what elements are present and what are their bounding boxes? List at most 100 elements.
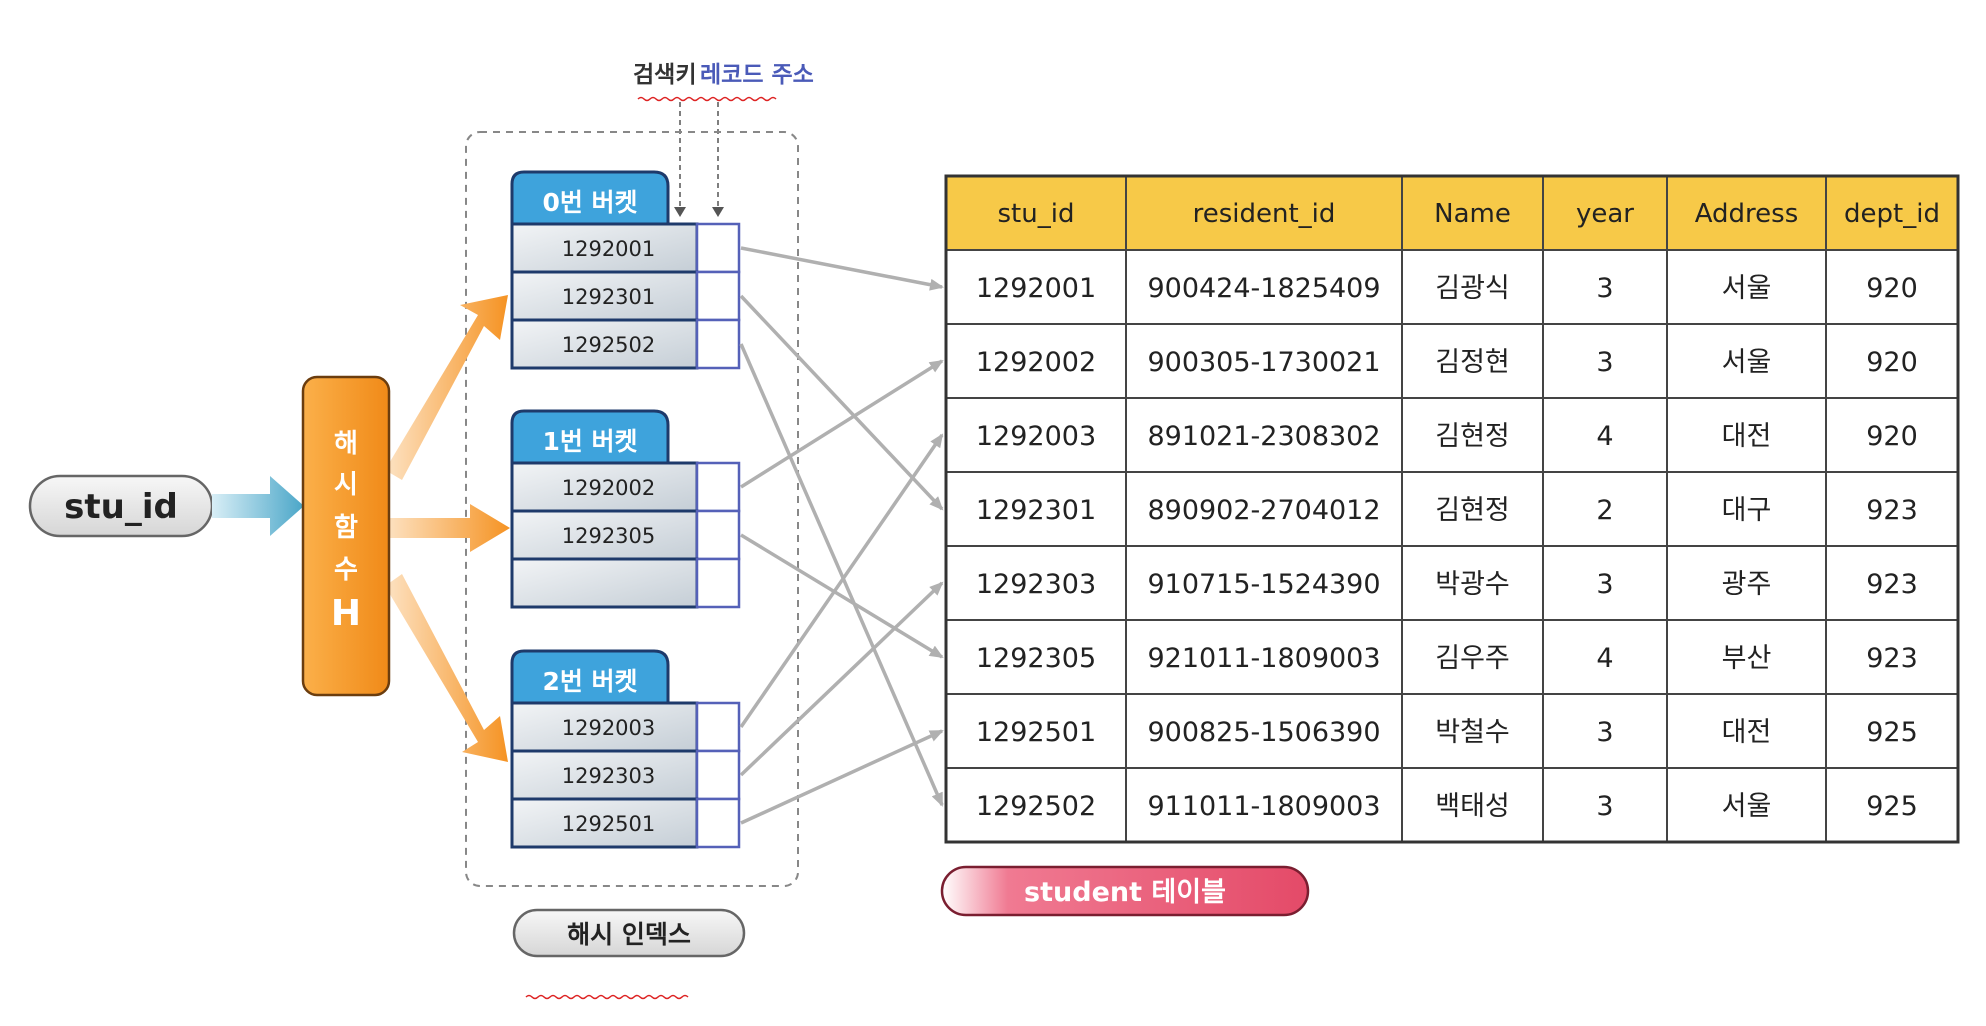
table-cell: 김우주 [1435, 643, 1510, 674]
bucket-key: 1292502 [562, 333, 656, 357]
record-pointer-arrow [740, 533, 944, 659]
hash-fn-char: 시 [334, 470, 358, 500]
bucket-addr-cell [695, 461, 741, 513]
table-cell: 911011-1809003 [1147, 791, 1380, 822]
bucket-addr-cell [695, 557, 741, 609]
spellcheck-underline-bottom [525, 994, 689, 1000]
bucket-addr-cell [695, 509, 741, 561]
table-cell: 900825-1506390 [1147, 717, 1380, 748]
hash-fn-char: 함 [334, 513, 358, 543]
table-cell: 서울 [1722, 791, 1772, 822]
table-cell: 김정현 [1435, 347, 1510, 378]
bucket-key: 1292301 [562, 285, 656, 309]
bucket-key: 1292303 [562, 764, 656, 788]
bucket-key: 1292003 [562, 716, 656, 740]
bucket-key-cell [510, 509, 699, 561]
table-header-cell: Name [1434, 199, 1511, 229]
table-cell: 1292301 [976, 495, 1096, 526]
table-header-cell: stu_id [998, 199, 1075, 229]
table-cell: 3 [1596, 569, 1613, 600]
table-cell: 부산 [1722, 643, 1772, 674]
bucket-key: 1292002 [562, 476, 656, 500]
bucket-key: 1292001 [562, 237, 656, 261]
table-header-cell: dept_id [1844, 199, 1940, 229]
table-cell: 900305-1730021 [1147, 347, 1380, 378]
bucket-addr-cell [695, 318, 741, 370]
bucket-tab [510, 170, 670, 226]
table-cell: 890902-2704012 [1147, 495, 1380, 526]
table-cell: 서울 [1722, 347, 1772, 378]
hash-arrow-to-bucket-2 [385, 574, 508, 762]
table-cell: 3 [1596, 791, 1613, 822]
hash-fn-char: 수 [334, 555, 358, 585]
table-cell: 923 [1866, 643, 1918, 674]
table-cell: 1292303 [976, 569, 1096, 600]
student-table-label-pill [940, 865, 1310, 917]
bucket-key-cell [510, 701, 699, 753]
bucket-2: 2번 버켓 1292003 1292303 1292501 [510, 649, 741, 849]
table-cell: 1292501 [976, 717, 1096, 748]
spellcheck-underline-top [637, 96, 777, 102]
bucket-key: 1292501 [562, 812, 656, 836]
bucket-addr-cell [695, 222, 741, 274]
hash-arrow-to-bucket-1 [385, 504, 510, 552]
table-cell: 4 [1596, 643, 1613, 674]
table-cell: 920 [1866, 273, 1918, 304]
hash-function-box [301, 375, 391, 697]
hash-index-label-pill [512, 908, 746, 958]
table-header-cell: resident_id [1193, 199, 1336, 229]
bucket-key-cell [510, 318, 699, 370]
hash-fn-h: H [331, 593, 361, 634]
bucket-key: 1292305 [562, 524, 656, 548]
table-cell: 대구 [1722, 495, 1772, 526]
bucket-addr-cell [695, 701, 741, 753]
bucket-tab [510, 409, 670, 465]
hash-arrow-to-bucket-0 [385, 295, 508, 480]
bucket-addr-cell [695, 797, 741, 849]
table-cell: 925 [1866, 717, 1918, 748]
table-cell: 891021-2308302 [1147, 421, 1380, 452]
table-cell: 백태성 [1435, 791, 1510, 822]
table-header-cell: Address [1695, 199, 1799, 229]
stu-id-input-label: stu_id [64, 487, 178, 527]
table-cell: 김광식 [1435, 273, 1510, 304]
bucket-addr-cell [695, 270, 741, 322]
table-cell: 921011-1809003 [1147, 643, 1380, 674]
table-cell: 4 [1596, 421, 1613, 452]
table-cell: 대전 [1722, 421, 1772, 452]
record-pointer-arrow [740, 359, 944, 489]
table-cell: 1292305 [976, 643, 1096, 674]
table-border [944, 174, 1960, 844]
input-arrow [212, 476, 304, 536]
table-cell: 1292003 [976, 421, 1096, 452]
hash-index-frame [465, 131, 799, 887]
table-cell: 대전 [1722, 717, 1772, 748]
table-cell: 900424-1825409 [1147, 273, 1380, 304]
table-cell: 김현정 [1435, 495, 1510, 526]
table-cell: 3 [1596, 347, 1613, 378]
table-cell: 920 [1866, 347, 1918, 378]
bucket-title: 0번 버켓 [542, 188, 637, 217]
table-cell: 광주 [1722, 569, 1772, 600]
record-address-label: 레코드 주소 [700, 62, 814, 88]
table-cell: 박철수 [1435, 717, 1510, 748]
table-cell: 2 [1596, 495, 1613, 526]
record-pointer-arrow [739, 581, 944, 777]
table-cell: 1292502 [976, 791, 1096, 822]
table-cell: 925 [1866, 791, 1918, 822]
bucket-tab [510, 649, 670, 705]
bucket-title: 2번 버켓 [542, 667, 637, 696]
table-cell: 1292001 [976, 273, 1096, 304]
bucket-key-cell [510, 557, 699, 609]
hash-index-label: 해시 인덱스 [567, 920, 691, 949]
table-cell: 김현정 [1435, 421, 1510, 452]
record-pointer-arrow [739, 433, 944, 728]
bucket-addr-cell [695, 749, 741, 801]
hash-fn-char: 해 [334, 429, 358, 459]
bucket-0: 0번 버켓 1292001 1292301 1292502 [510, 170, 741, 370]
table-cell: 923 [1866, 569, 1918, 600]
table-cell: 1292002 [976, 347, 1096, 378]
record-pointer-arrow [740, 246, 944, 291]
